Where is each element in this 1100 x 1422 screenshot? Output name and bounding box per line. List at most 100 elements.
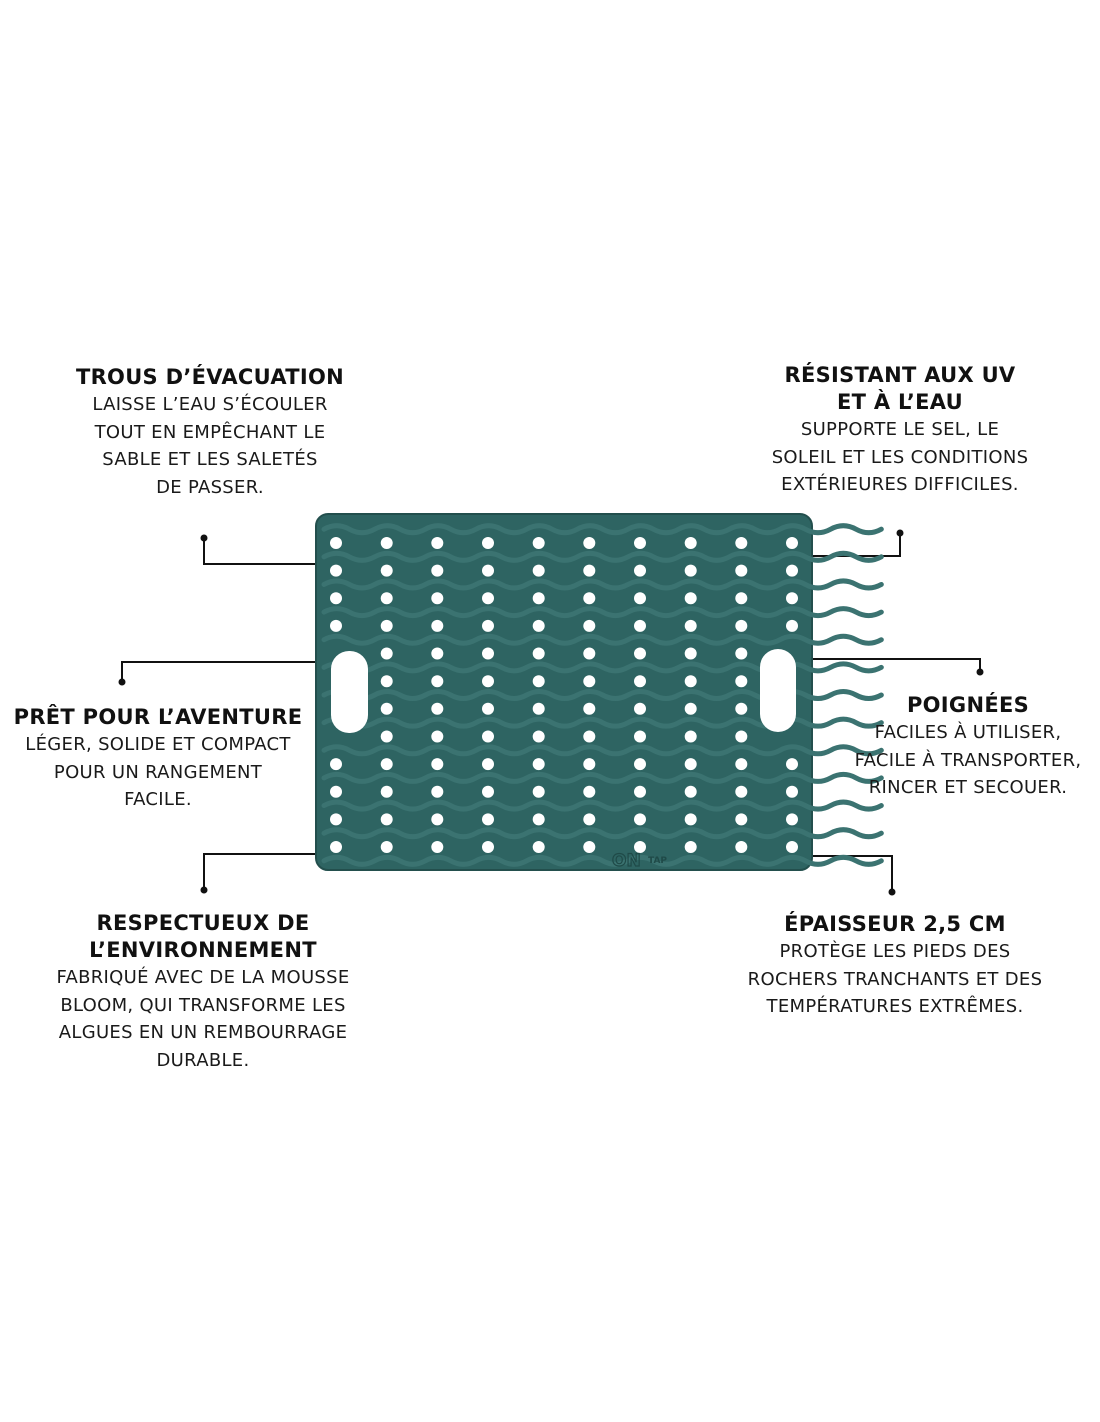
left-handle-cutout [331, 651, 368, 733]
callout-thickness: ÉPAISSEUR 2,5 CM PROTÈGE LES PIEDS DES R… [710, 911, 1080, 1021]
drain-hole [634, 785, 646, 798]
drain-hole [431, 702, 444, 715]
drain-hole [532, 730, 545, 743]
drain-hole [583, 537, 596, 549]
drain-hole [431, 813, 444, 826]
drain-hole [330, 785, 342, 798]
drain-hole [431, 592, 444, 605]
callout-body: SUPPORTE LE SEL, LE SOLEIL ET LES CONDIT… [771, 419, 1029, 495]
drain-hole [786, 758, 798, 771]
drain-hole [380, 537, 393, 549]
drain-hole [431, 841, 444, 853]
wave-ridge [321, 689, 884, 701]
drain-hole [330, 758, 342, 771]
leader-line [812, 533, 901, 557]
drain-hole [380, 702, 393, 715]
drain-hole [482, 537, 494, 549]
drain-hole [684, 785, 697, 798]
wave-ridge [321, 578, 884, 591]
drain-hole [583, 730, 596, 743]
drain-hole [735, 592, 748, 605]
callout-body: LÉGER, SOLIDE ET COMPACT POUR UN RANGEME… [25, 734, 291, 810]
drain-hole [380, 592, 393, 605]
callout-body: FACILES À UTILISER, FACILE À TRANSPORTER… [854, 722, 1082, 798]
drain-hole [684, 730, 697, 743]
wave-ridge [321, 771, 884, 784]
drain-hole [634, 592, 646, 605]
drain-hole [532, 647, 545, 660]
drain-hole [583, 619, 596, 632]
drain-hole [735, 702, 748, 715]
drain-hole [735, 813, 748, 826]
drain-hole [583, 785, 596, 798]
drain-hole [583, 758, 596, 771]
drain-hole [735, 841, 748, 853]
drain-hole [330, 841, 342, 853]
drain-hole [431, 537, 444, 549]
callout-body: FABRIQUÉ AVEC DE LA MOUSSE BLOOM, QUI TR… [56, 967, 350, 1071]
leader-line [203, 538, 316, 565]
drain-hole [735, 647, 748, 660]
drain-hole [431, 619, 444, 632]
drain-hole [532, 841, 545, 853]
drain-hole [786, 619, 798, 632]
drain-hole [431, 785, 444, 798]
leader-dot [200, 886, 208, 894]
leader-line [203, 853, 316, 890]
wave-ridge [321, 550, 884, 563]
drain-hole [583, 647, 596, 660]
drain-hole [380, 785, 393, 798]
drain-hole [786, 785, 798, 798]
drain-hole [634, 619, 646, 632]
drain-hole [735, 619, 748, 632]
drain-hole [330, 592, 342, 605]
drain-hole [786, 841, 798, 853]
wave-ridge [321, 744, 884, 757]
drain-hole [684, 841, 697, 853]
drain-hole [634, 537, 646, 549]
leader-dot [888, 888, 896, 896]
drain-hole [684, 675, 697, 688]
leader-line [812, 658, 981, 672]
drain-hole [431, 564, 444, 577]
seaweed-mat: ON TAP [315, 513, 884, 872]
drain-hole [634, 702, 646, 715]
leader-line [812, 855, 893, 892]
drain-hole [431, 647, 444, 660]
drain-hole [684, 564, 697, 577]
callout-uv-water-resistant: RÉSISTANT AUX UV ET À L’EAU SUPPORTE LE … [730, 362, 1070, 499]
drain-hole [482, 841, 494, 853]
drain-hole [684, 647, 697, 660]
callout-title: PRÊT POUR L’AVENTURE [13, 705, 303, 729]
brand-logo: ON TAP [611, 850, 667, 871]
drain-hole [482, 813, 494, 826]
drain-hole [380, 813, 393, 826]
drain-hole [583, 841, 596, 853]
right-handle-cutout [760, 649, 796, 732]
drain-hole [330, 619, 342, 632]
drain-hole [532, 785, 545, 798]
drain-hole [634, 841, 646, 853]
drain-hole [532, 619, 545, 632]
drain-hole [380, 647, 393, 660]
drain-hole [482, 785, 494, 798]
drain-hole [786, 813, 798, 826]
drain-hole [786, 537, 798, 549]
drain-hole [532, 537, 545, 549]
drain-hole [735, 758, 748, 771]
svg-text:ON: ON [612, 851, 641, 871]
wave-ridge [321, 523, 884, 536]
drain-hole [482, 702, 494, 715]
callout-adventure-ready: PRÊT POUR L’AVENTURE LÉGER, SOLIDE ET CO… [0, 704, 316, 814]
wave-ridge [321, 661, 884, 674]
drain-hole [431, 758, 444, 771]
drain-hole [330, 564, 342, 577]
drain-hole [380, 730, 393, 743]
drain-hole [380, 675, 393, 688]
drain-hole [583, 564, 596, 577]
svg-text:TAP: TAP [648, 856, 667, 866]
drain-hole [380, 841, 393, 853]
callout-body: PROTÈGE LES PIEDS DES ROCHERS TRANCHANTS… [747, 941, 1043, 1017]
leader-dot [896, 529, 904, 537]
drain-hole [532, 564, 545, 577]
